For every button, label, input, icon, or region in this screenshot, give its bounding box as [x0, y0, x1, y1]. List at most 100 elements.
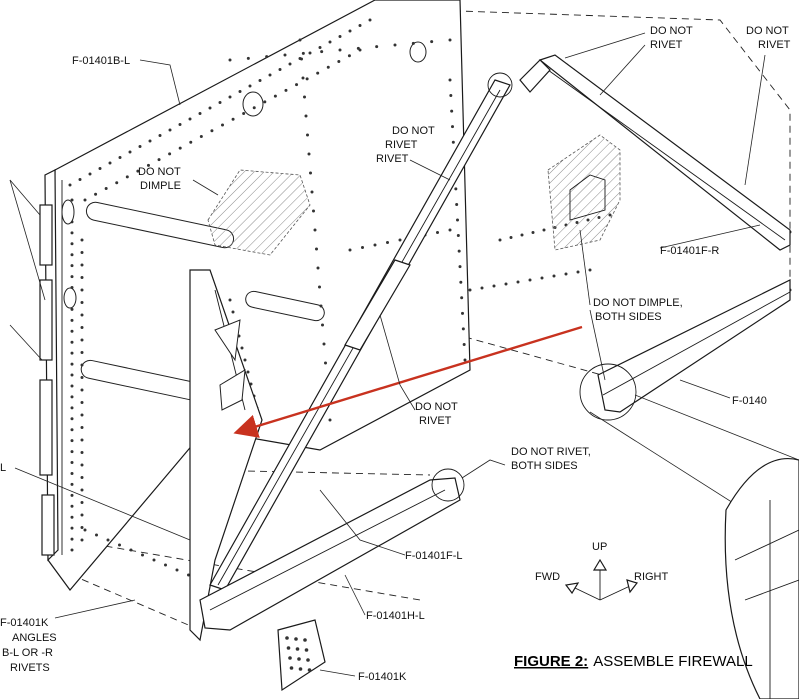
rivet-hole	[70, 384, 74, 388]
rivet-hole	[129, 548, 133, 552]
rivet-hole	[258, 79, 262, 82]
rivet-hole	[68, 183, 72, 187]
rivet-hole	[516, 280, 520, 284]
rivet-hole	[228, 298, 232, 302]
rivet-hole	[320, 50, 324, 54]
label-do-not-dimple-2: DIMPLE	[140, 180, 181, 192]
rivet-hole	[284, 88, 288, 92]
rivet-hole	[450, 109, 454, 113]
rivet-hole	[98, 167, 102, 170]
rivet-hole	[80, 351, 84, 354]
rivet-hole	[298, 38, 302, 42]
rivet-hole	[175, 568, 179, 572]
rivet-hole	[288, 62, 292, 66]
rivet-hole	[430, 40, 434, 44]
rivet-hole	[463, 358, 467, 362]
label-do-not-dimple-1: DO NOT	[138, 166, 181, 178]
rivet-hole	[118, 156, 122, 159]
rivet-hole	[468, 288, 472, 292]
leader-lines	[9, 32, 766, 677]
rivet-hole	[338, 48, 342, 52]
rivet-hole	[321, 323, 324, 327]
rivet-hole	[358, 24, 362, 27]
rivet-hole	[528, 278, 532, 282]
rivet-hole	[168, 152, 172, 156]
plate-hole	[289, 666, 294, 670]
label-f01401f-l: F-01401F-L	[405, 550, 462, 562]
rivet-hole	[480, 286, 484, 290]
label-axis-fwd: FWD	[535, 571, 560, 583]
rivet-hole	[542, 228, 546, 232]
rivet-hole	[462, 342, 466, 346]
rivet-hole	[70, 428, 74, 432]
label-rivet-both-1: DO NOT RIVET,	[511, 446, 591, 458]
rivet-hole	[70, 471, 74, 475]
rivet-hole	[70, 307, 74, 311]
rivet-hole	[106, 538, 110, 542]
rivet-hole	[243, 358, 247, 362]
rivet-hole	[268, 73, 272, 77]
rivet-hole	[70, 362, 74, 366]
rivet-hole	[375, 45, 379, 49]
rivet-hole	[70, 482, 74, 486]
rivet-hole	[263, 100, 267, 104]
rivet-hole	[80, 338, 84, 342]
rivet-hole	[328, 40, 332, 44]
rivet-hole	[461, 327, 465, 331]
rivet-hole	[80, 376, 84, 379]
rivet-hole	[458, 265, 462, 269]
rivet-hole	[373, 243, 377, 247]
rivet-hole	[80, 501, 84, 504]
rivet-hole	[157, 158, 161, 162]
rivet-hole	[386, 241, 389, 244]
rivet-hole	[80, 438, 84, 442]
rivet-hole	[83, 528, 87, 532]
plate-hole	[303, 638, 307, 642]
rivet-hole	[80, 288, 84, 292]
rivet-hole	[80, 276, 84, 279]
rivet-hole	[210, 129, 214, 133]
rivet-hole	[70, 253, 74, 257]
rivet-hole	[70, 318, 74, 322]
rivet-hole	[178, 146, 182, 150]
rivet-hole	[80, 251, 84, 254]
rivet-hole	[231, 117, 235, 121]
left-edge-angles	[39, 169, 77, 562]
figure-title-bold: FIGURE 2:	[514, 653, 588, 670]
label-axis-right: RIGHT	[634, 571, 669, 583]
rivet-hole	[148, 139, 152, 143]
rivet-hole	[198, 112, 202, 115]
rivet-hole	[70, 406, 74, 410]
rivet-hole	[316, 71, 320, 75]
rivet-hole	[70, 395, 74, 399]
plate-hole	[298, 667, 303, 671]
rivet-hole	[449, 94, 453, 98]
rivet-hole	[238, 90, 242, 93]
rivet-hole	[189, 140, 193, 144]
rivet-hole	[300, 57, 303, 61]
rivet-hole	[108, 161, 112, 165]
label-f01401f-r: F-01401F-R	[660, 245, 719, 257]
rivet-hole	[436, 231, 439, 234]
label-rivet-c-1: DO NOT	[746, 25, 789, 37]
rivet-hole	[304, 114, 308, 118]
rivet-hole	[531, 231, 535, 234]
rivet-hole	[328, 418, 332, 422]
rivet-hole	[301, 76, 305, 80]
callout-labels: F-01401B-L DO NOT DIMPLE DO NOT RIVET RI…	[0, 25, 791, 683]
rivet-hole	[348, 248, 352, 252]
rivet-hole	[398, 238, 402, 242]
rivet-hole	[80, 388, 84, 392]
rivet-hole	[178, 123, 182, 126]
label-rivet-mid-2: RIVET	[419, 415, 452, 427]
label-rivet-a-2: RIVET	[385, 139, 418, 151]
rivet-hole	[80, 538, 84, 542]
rivet-hole	[248, 84, 252, 88]
rivet-hole	[152, 558, 156, 562]
rivet-hole	[70, 340, 74, 344]
rivet-hole	[88, 172, 92, 176]
label-rivet-a-1: DO NOT	[392, 125, 435, 137]
label-l-cut: L	[0, 462, 6, 474]
rivet-hole	[80, 313, 84, 317]
